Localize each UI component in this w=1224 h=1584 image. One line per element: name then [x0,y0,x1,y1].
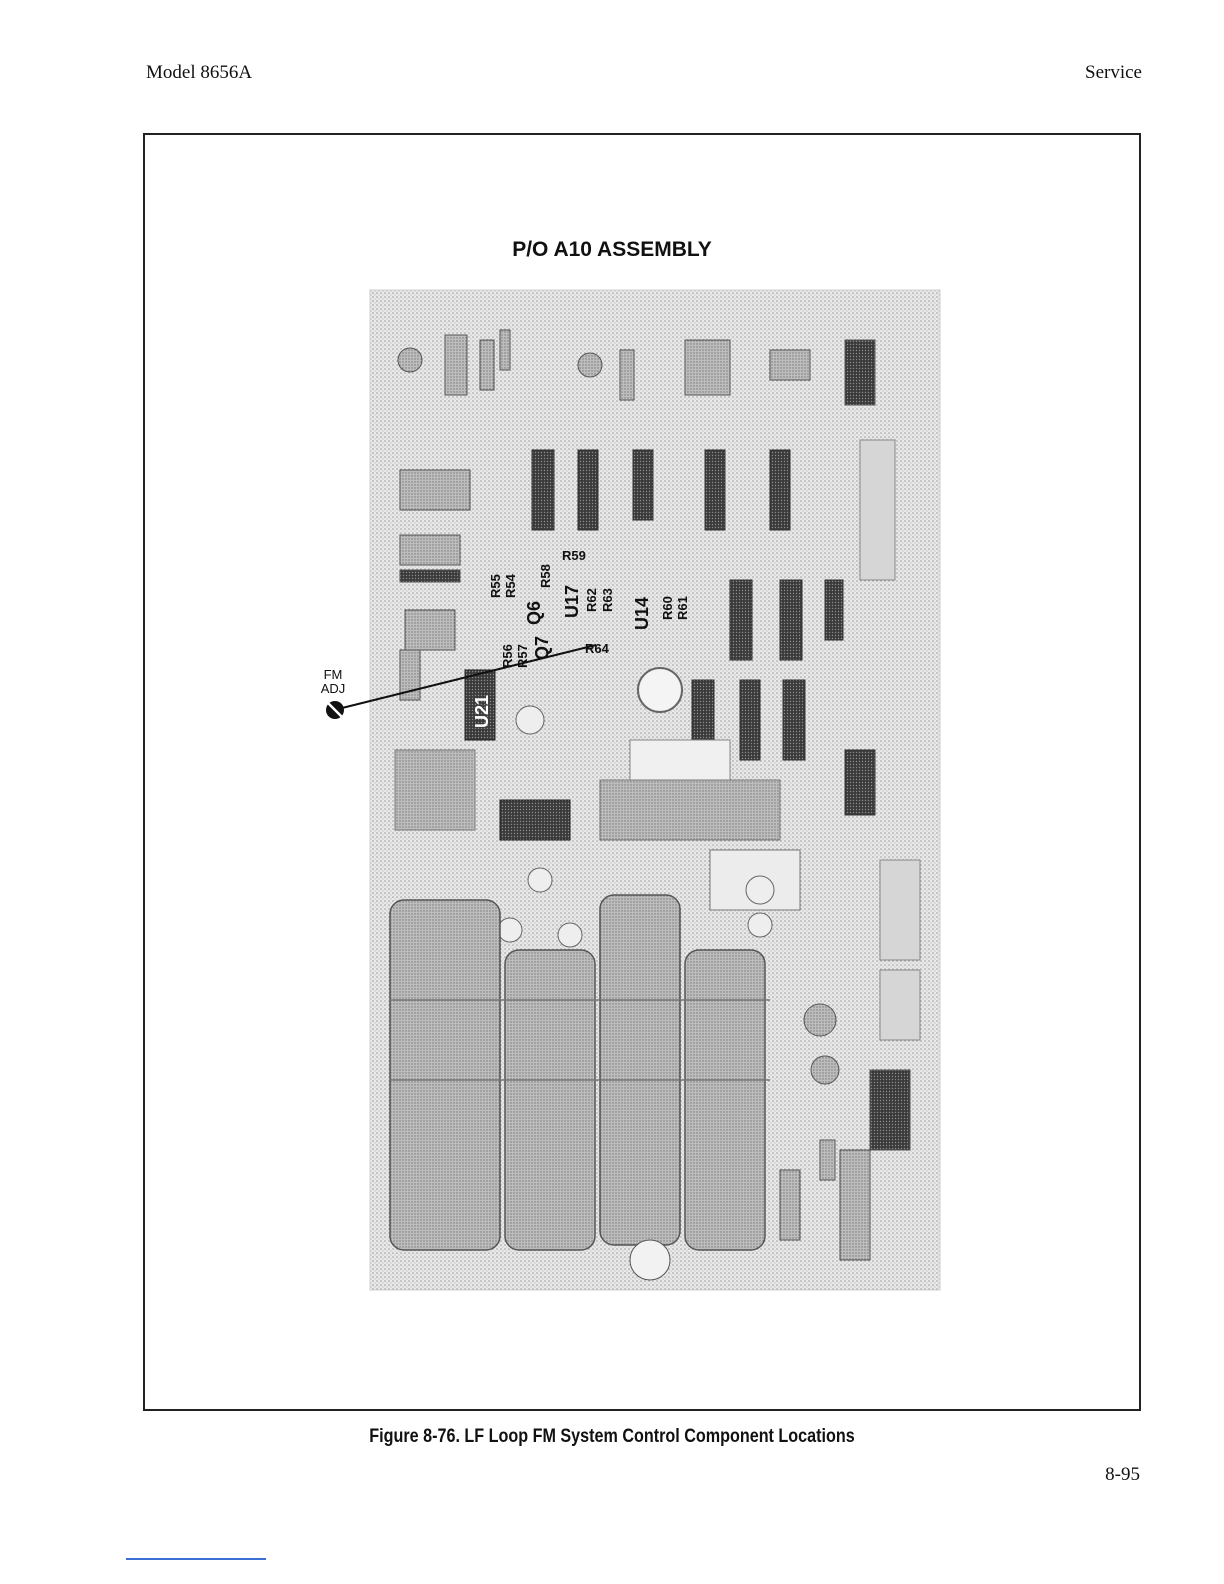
large-capacitor [638,668,682,712]
label-r54: R54 [503,573,518,598]
fm-adj-label-line1: FM [313,668,353,682]
label-r55: R55 [488,574,503,598]
label-r61: R61 [675,596,690,620]
label-r56: R56 [500,644,515,668]
label-r59: R59 [562,548,586,563]
figure-caption: Figure 8-76. LF Loop FM System Control C… [92,1426,1132,1448]
label-u14: U14 [632,597,652,630]
fm-adj-label: FM ADJ [313,668,353,696]
label-r64: R64 [585,641,610,656]
label-u17: U17 [562,585,582,618]
circuit-board-photo: R59 R58 R55 R54 R62 R63 R60 R61 R56 R57 … [300,280,980,1300]
label-r60: R60 [660,596,675,620]
label-q6: Q6 [524,601,544,625]
label-r63: R63 [600,588,615,612]
adjust-screw-icon [324,699,346,721]
fm-adj-label-line2: ADJ [313,682,353,696]
figure-title: P/O A10 ASSEMBLY [0,238,1224,262]
page-number: 8-95 [1105,1464,1140,1486]
header-model: Model 8656A [146,62,252,84]
header-section: Service [1085,62,1142,84]
footer-rule [126,1558,266,1560]
label-r58: R58 [538,564,553,588]
label-r62: R62 [584,588,599,612]
label-u21: U21 [472,695,492,728]
